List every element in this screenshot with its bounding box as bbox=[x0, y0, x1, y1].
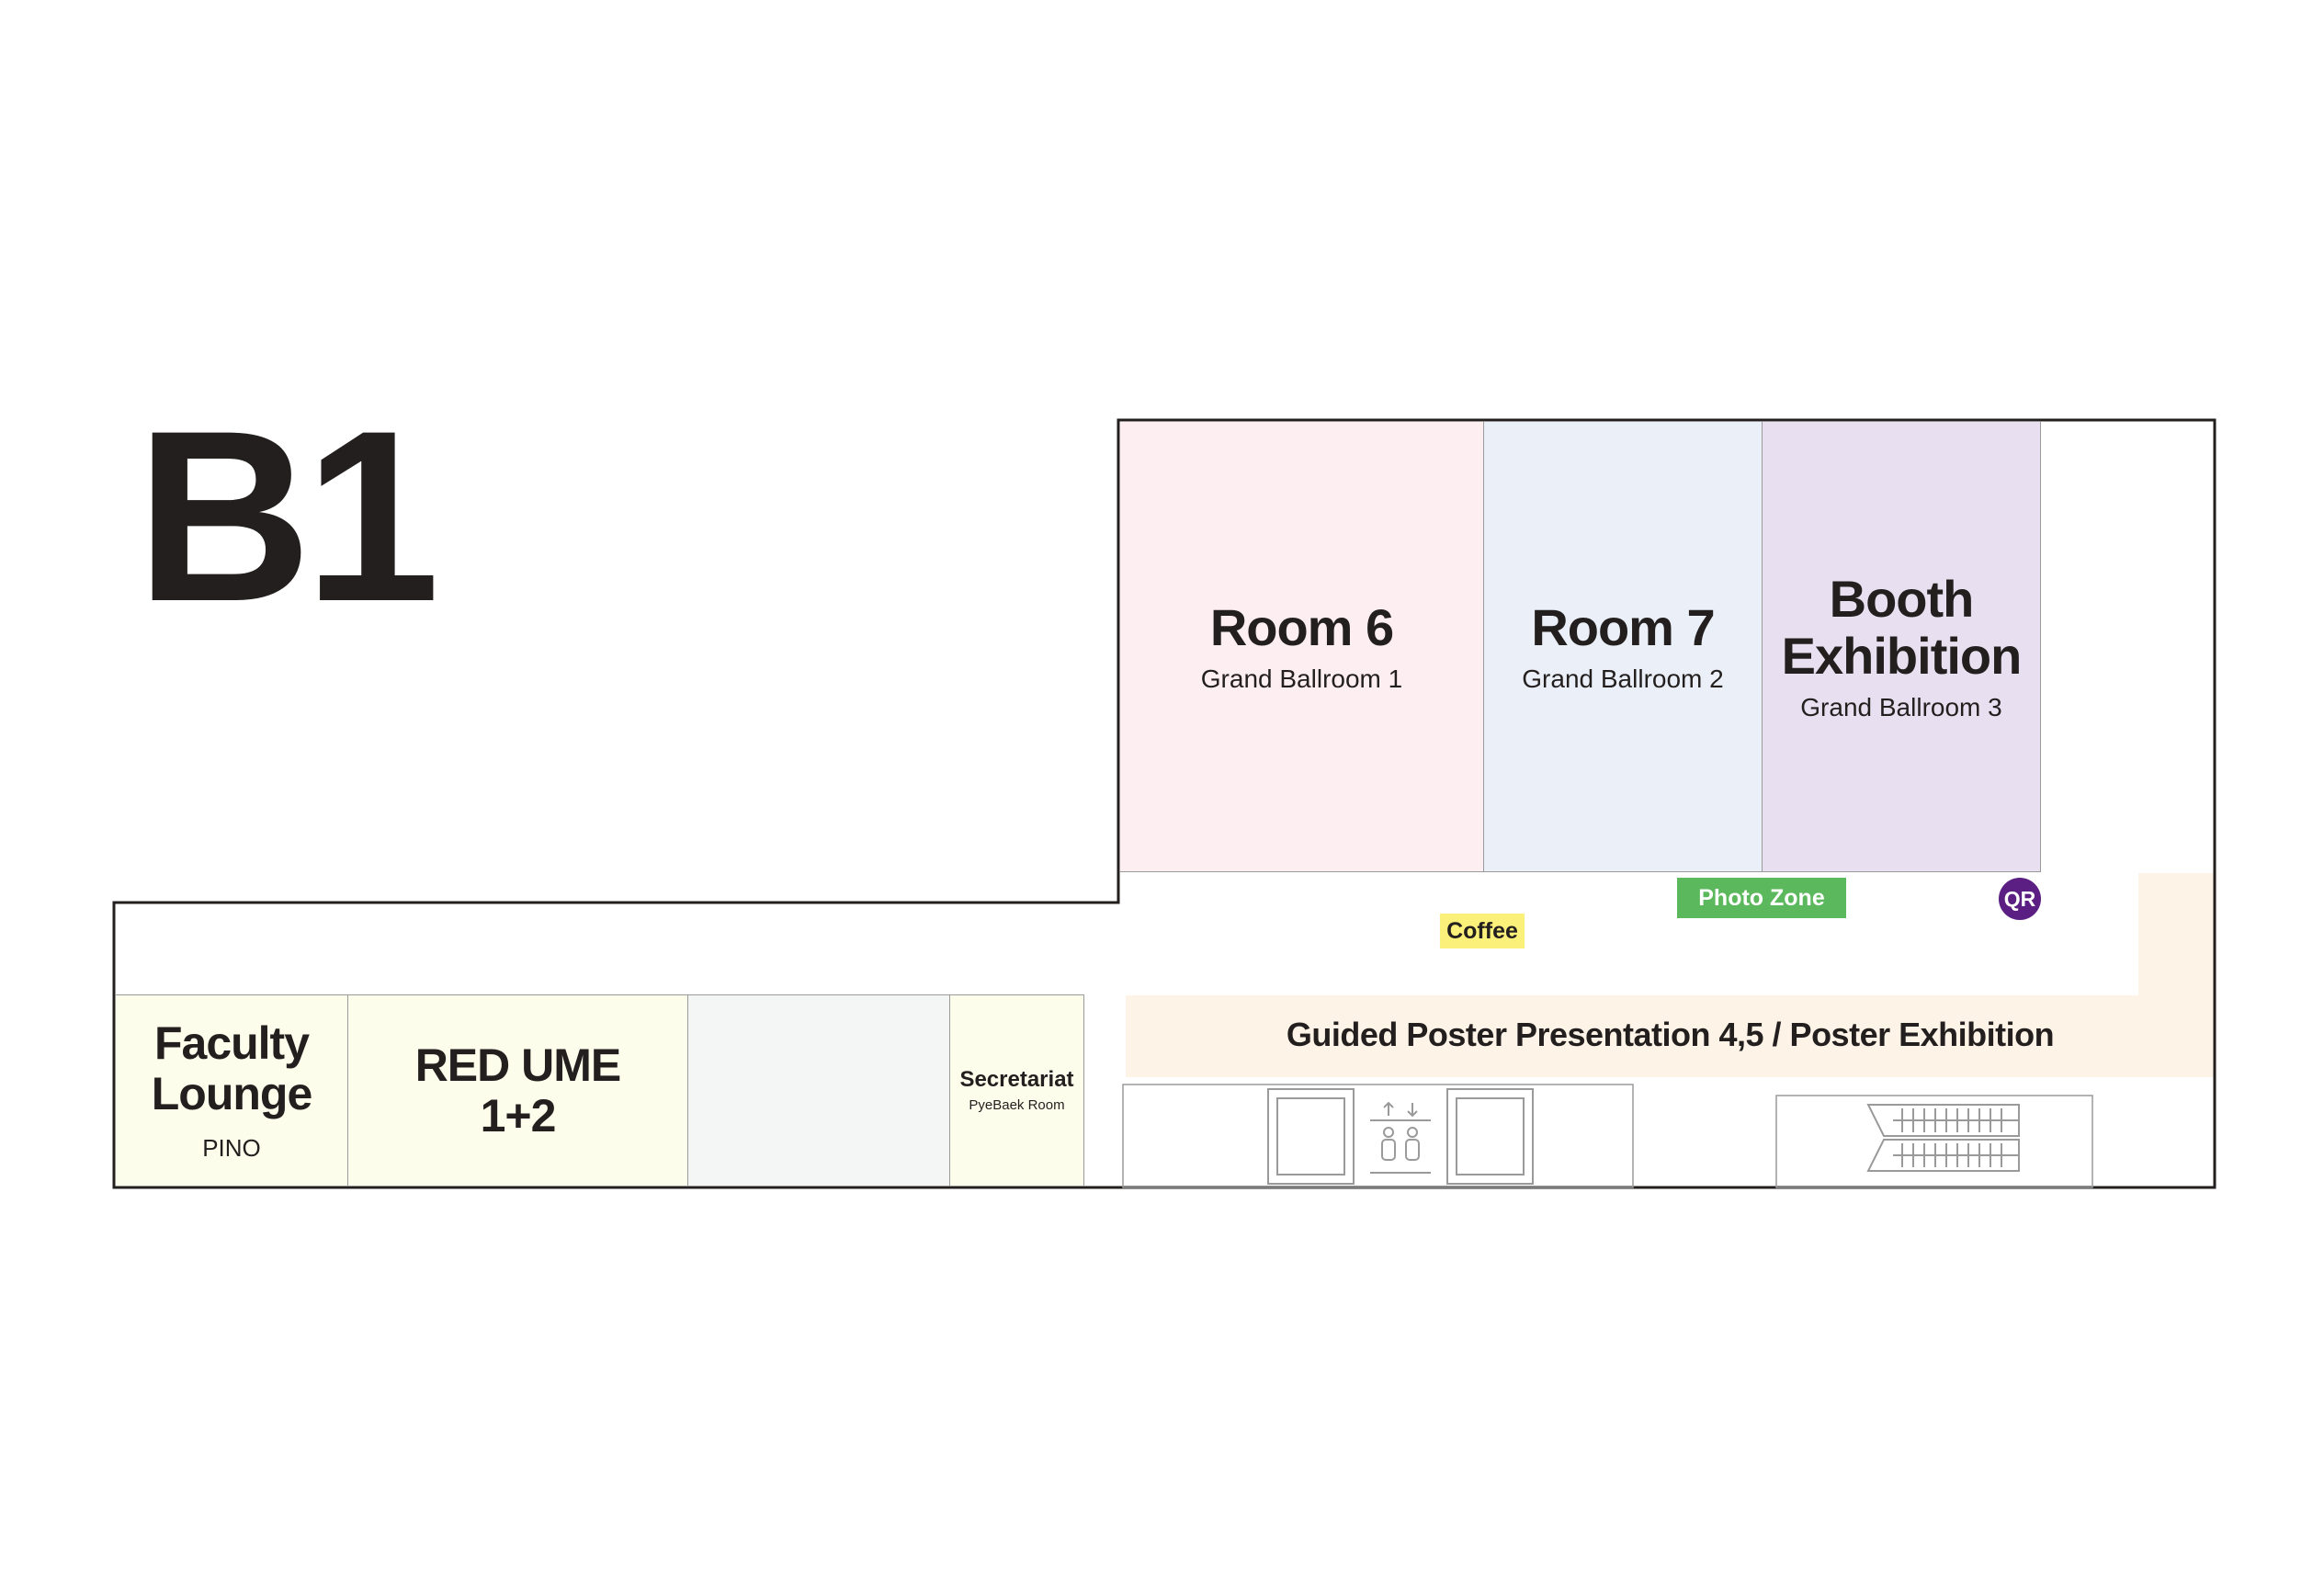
room-7[interactable]: Room 7 Grand Ballroom 2 bbox=[1483, 422, 1763, 872]
booth-exhibition-name-line2: Exhibition bbox=[1781, 626, 2023, 685]
booth-exhibition-sub: Grand Ballroom 3 bbox=[1800, 693, 2002, 722]
secretariat-room[interactable]: Secretariat PyeBaek Room bbox=[949, 994, 1084, 1186]
poster-exhibition-label[interactable]: Guided Poster Presentation 4,5 / Poster … bbox=[1286, 1016, 2055, 1053]
red-ume-name-line1: RED UME bbox=[414, 1039, 622, 1091]
room-6-sub: Grand Ballroom 1 bbox=[1200, 664, 1403, 694]
faculty-lounge-sub: PINO bbox=[202, 1134, 261, 1162]
floor-label: B1 bbox=[136, 380, 440, 653]
room-6[interactable]: Room 6 Grand Ballroom 1 bbox=[1120, 422, 1484, 872]
faculty-lounge-name-line1: Faculty bbox=[153, 1017, 310, 1069]
secretariat-sub: PyeBaek Room bbox=[969, 1097, 1065, 1114]
booth-exhibition-name-line1: Booth bbox=[1829, 569, 1975, 628]
room-6-name: Room 6 bbox=[1209, 597, 1394, 656]
faculty-lounge[interactable]: Faculty Lounge PINO bbox=[116, 994, 348, 1186]
stairs-icon bbox=[1866, 1104, 2020, 1172]
secretariat-name: Secretariat bbox=[959, 1066, 1074, 1092]
qr-marker[interactable]: QR bbox=[1999, 878, 2041, 920]
building-outline bbox=[112, 418, 2216, 1189]
room-7-name: Room 7 bbox=[1531, 597, 1715, 656]
unlabeled-room bbox=[687, 994, 950, 1186]
red-ume-name-line2: 1+2 bbox=[480, 1089, 557, 1141]
poster-band-area bbox=[1126, 873, 2215, 1077]
elevator-icon bbox=[1267, 1088, 1534, 1185]
faculty-lounge-name-line2: Lounge bbox=[151, 1068, 313, 1119]
booth-exhibition[interactable]: Booth Exhibition Grand Ballroom 3 bbox=[1762, 422, 2041, 872]
stair-hall-box bbox=[1775, 1095, 2093, 1188]
red-ume-room[interactable]: RED UME 1+2 bbox=[347, 994, 688, 1186]
room-7-sub: Grand Ballroom 2 bbox=[1522, 664, 1724, 694]
coffee-marker[interactable]: Coffee bbox=[1440, 914, 1525, 948]
photo-zone-marker[interactable]: Photo Zone bbox=[1677, 878, 1846, 918]
elevator-hall-box bbox=[1122, 1084, 1634, 1188]
